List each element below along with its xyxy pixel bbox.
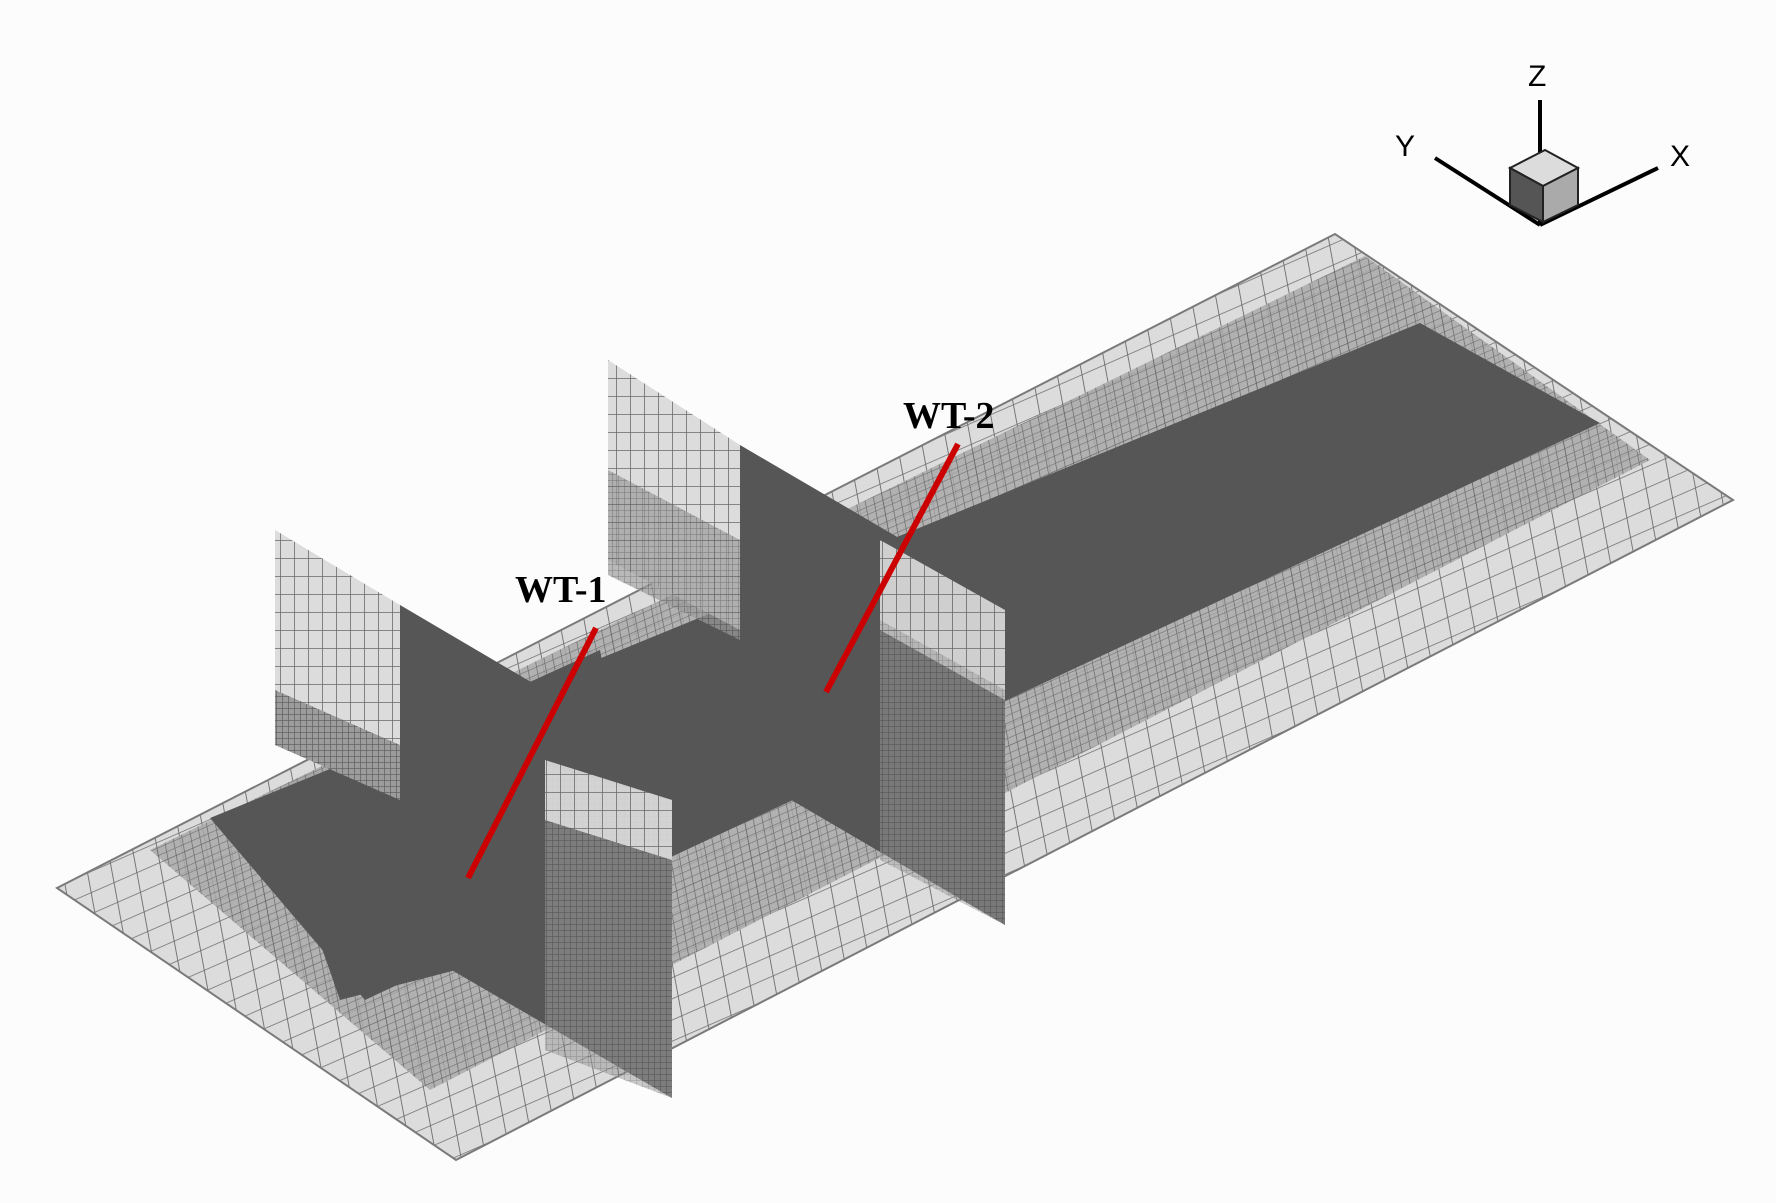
axis-x-label: X	[1670, 140, 1690, 173]
vertical-plane-1-fine	[275, 690, 400, 800]
turbine-1-line	[465, 626, 599, 880]
axis-y-label: Y	[1395, 130, 1415, 163]
axes-triad: Z Y X	[1395, 60, 1690, 227]
turbine-1-label: WT-1	[515, 569, 607, 611]
vertical-plane-2-front-fine	[880, 620, 1005, 925]
vertical-plane-2-fine	[608, 470, 740, 640]
axis-z-label: Z	[1528, 60, 1546, 93]
turbine-2-label: WT-2	[903, 395, 995, 437]
vertical-plane-2-front	[880, 540, 1005, 700]
turbine-2-line	[823, 442, 961, 694]
vertical-plane-1-edge	[545, 760, 672, 860]
